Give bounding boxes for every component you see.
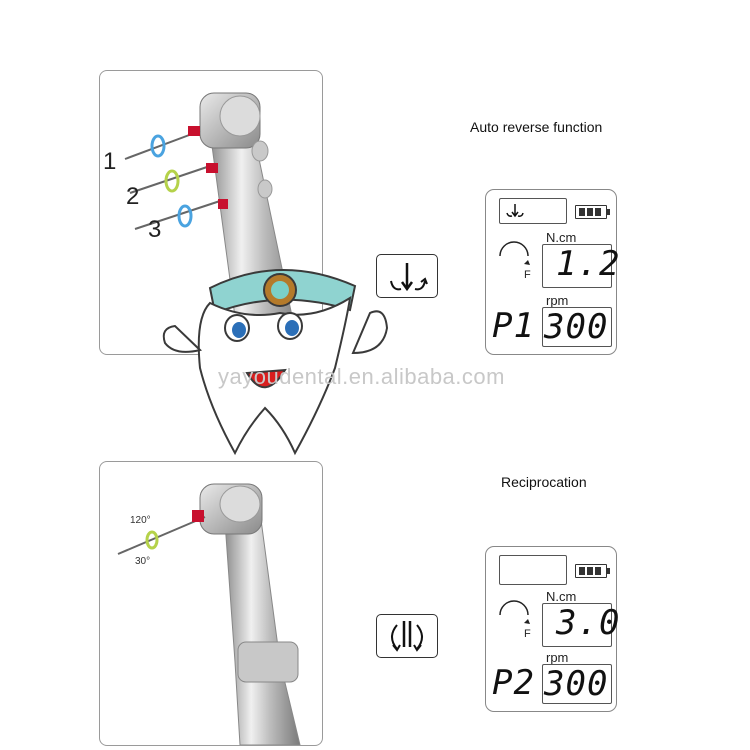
file-number-1: 1 [103, 148, 117, 175]
torque-unit: N.cm [546, 230, 577, 245]
speed-box [542, 307, 612, 347]
reverse-mode-icon [506, 204, 524, 218]
torque-box [542, 603, 612, 647]
reciprocation-caption: Reciprocation [501, 474, 587, 490]
battery-icon [575, 205, 610, 219]
watermark: yayoudental.en.alibaba.com [218, 364, 505, 389]
speed-box [542, 664, 612, 704]
file-number-3: 3 [148, 216, 162, 243]
rotation-direction-icon [499, 241, 530, 265]
angle-label-30: 30° [135, 556, 151, 567]
rotation-direction-icon [499, 600, 530, 624]
torque-box [542, 244, 612, 288]
direction-letter: F [524, 269, 531, 281]
lcd-display-bottom: F N.cm 3.0 rpm P2 300 [485, 546, 621, 712]
direction-letter: F [524, 628, 531, 640]
speed-value: 300 [544, 307, 609, 347]
lcd-display-top: F N.cm 1.2 rpm P1 300 [485, 189, 621, 355]
angle-label-120: 120° [130, 515, 151, 526]
speed-unit: rpm [546, 293, 569, 308]
torque-unit: N.cm [546, 589, 577, 604]
program-label: P2 [492, 663, 535, 703]
battery-icon [575, 564, 610, 578]
torque-value: 1.2 [556, 244, 621, 284]
lcd-mode-box [499, 555, 567, 585]
speed-value: 300 [544, 664, 609, 704]
reciprocation-icon [376, 614, 438, 658]
file-number-2: 2 [126, 183, 140, 210]
auto-reverse-icon [376, 254, 438, 298]
lcd-mode-box [499, 198, 567, 224]
speed-unit: rpm [546, 650, 569, 665]
program-label: P1 [492, 306, 535, 346]
tooth-mascot [162, 269, 389, 456]
handpiece-photo-bottom [99, 461, 323, 746]
auto-reverse-caption: Auto reverse function [470, 119, 603, 135]
torque-value: 3.0 [556, 603, 621, 643]
handpiece-illustration-bottom [117, 483, 301, 745]
